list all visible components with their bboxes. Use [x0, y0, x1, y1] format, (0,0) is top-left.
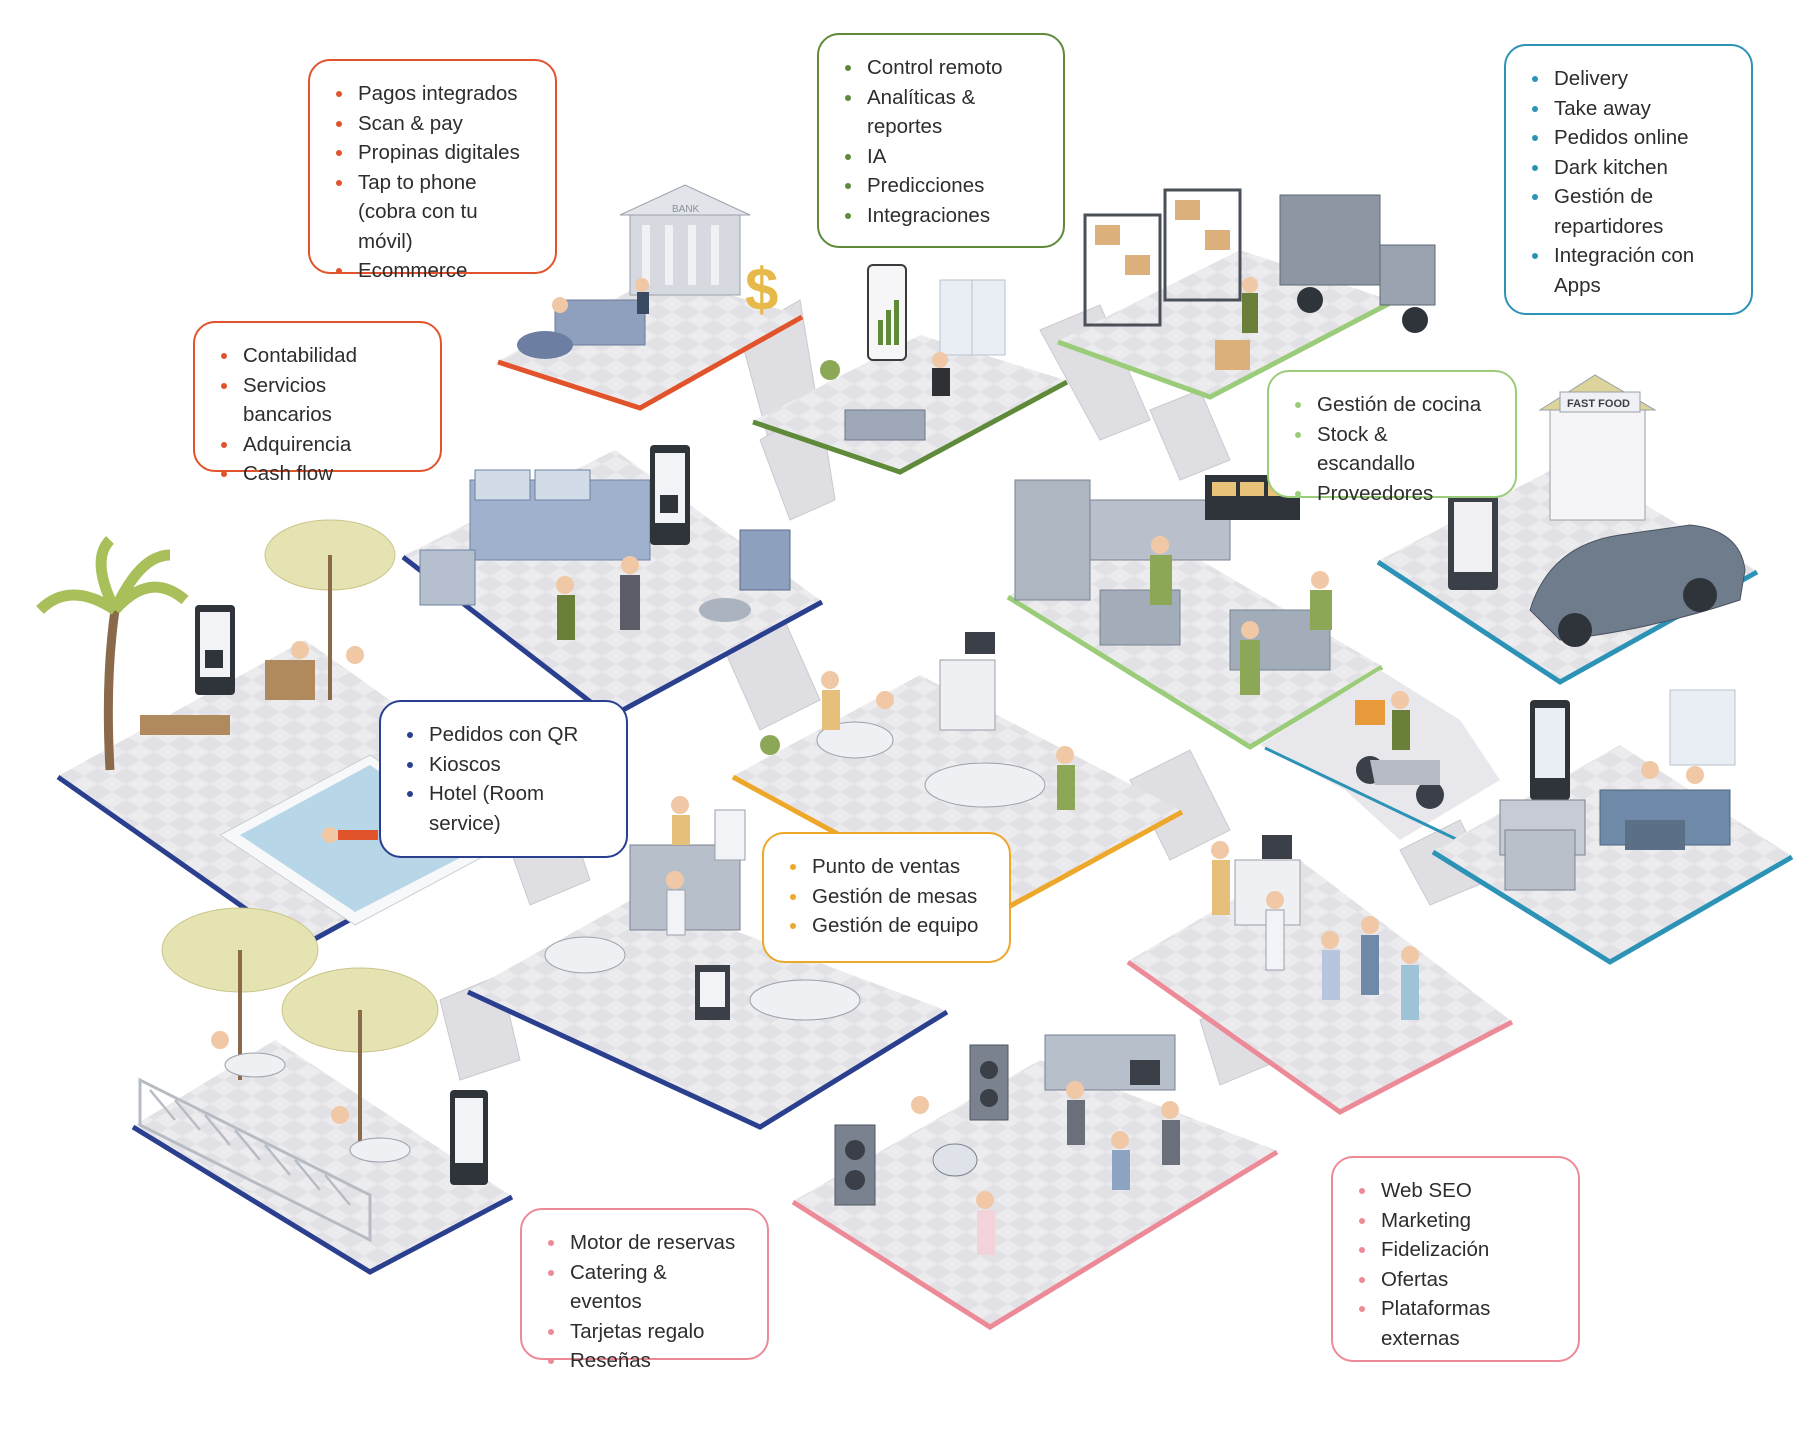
platform-restaurant: [731, 632, 1184, 920]
callout-item: Delivery: [1532, 64, 1727, 94]
callout-item: Proveedores: [1295, 479, 1491, 509]
callout-item-continued: Apps: [1554, 273, 1601, 297]
callout-item: Ecommerce: [336, 256, 531, 286]
callout-item-continued: repartidores: [1554, 214, 1664, 238]
fast-food-sign: FAST FOOD: [1567, 398, 1630, 410]
callout-booking: Motor de reservas Catering & eventos Tar…: [520, 1208, 769, 1372]
platform-club: [791, 1034, 1279, 1330]
callout-item: Catering & eventos: [548, 1258, 743, 1317]
callout-item: Stock & escandallo: [1295, 420, 1491, 479]
platform-warehouse: [1057, 188, 1436, 400]
callout-item: Control remoto: [845, 53, 1039, 83]
callout-item: Analíticas &: [845, 83, 1039, 113]
callout-item: Kioscos: [407, 750, 602, 780]
callout-item: Adquirencia: [221, 430, 416, 460]
callout-ordering: Pedidos con QR Kioscos Hotel (Room servi…: [379, 700, 628, 858]
callout-item: Gestión de mesas: [790, 882, 985, 912]
callout-item: Plataformas: [1359, 1294, 1554, 1324]
callout-item: Scan & pay: [336, 109, 531, 139]
callout-item: Motor de reservas: [548, 1228, 743, 1258]
callout-item: Take away: [1532, 94, 1727, 124]
callout-item: Tarjetas regalo: [548, 1317, 743, 1347]
callout-item: Pedidos con QR: [407, 720, 602, 750]
callout-item: Fidelización: [1359, 1235, 1554, 1265]
platform-fastfood: FAST FOOD: [1376, 374, 1759, 685]
callout-item: Tap to phone: [336, 168, 531, 198]
callout-marketing: Web SEO Marketing Fidelización Ofertas P…: [1331, 1156, 1580, 1362]
callout-item: Dark kitchen: [1532, 153, 1727, 183]
callout-item-continued: service): [429, 811, 501, 835]
callout-item: IA: [845, 142, 1039, 172]
callout-payments: Pagos integrados Scan & pay Propinas dig…: [308, 59, 557, 282]
callout-item: Predicciones: [845, 171, 1039, 201]
callout-item: Punto de ventas: [790, 852, 985, 882]
callout-item: Integración con: [1532, 241, 1727, 271]
platform-shop: [1126, 835, 1514, 1115]
callout-item: Marketing: [1359, 1206, 1554, 1236]
callout-item: Hotel (Room: [407, 779, 602, 809]
platform-living: [1431, 689, 1794, 965]
callout-item: Contabilidad: [221, 341, 416, 371]
callout-item-continued: (cobra con tu móvil): [358, 200, 478, 253]
callout-pos: Punto de ventas Gestión de mesas Gestión…: [762, 832, 1011, 963]
callout-analytics: Control remoto Analíticas & reportes IA …: [817, 33, 1065, 248]
svg-text:$: $: [745, 256, 778, 323]
callout-accounting: Contabilidad Servicios bancarios Adquire…: [193, 321, 442, 485]
platform-dining: [466, 796, 949, 1130]
callout-item: Integraciones: [845, 201, 1039, 231]
callout-delivery: Delivery Take away Pedidos online Dark k…: [1504, 44, 1753, 315]
bank-sign: BANK: [672, 204, 700, 215]
callout-item: Gestión de equipo: [790, 911, 985, 941]
callout-kitchen: Gestión de cocina Stock & escandallo Pro…: [1267, 370, 1517, 505]
callout-item: Ofertas: [1359, 1265, 1554, 1295]
callout-item-continued: externas: [1381, 1326, 1460, 1350]
callout-item-continued: reportes: [867, 115, 943, 138]
callout-item: Pagos integrados: [336, 79, 531, 109]
platform-analytics: [752, 264, 1069, 475]
callout-item: Gestión de cocina: [1295, 390, 1491, 420]
callout-item: Propinas digitales: [336, 138, 531, 168]
platform-terrace: [131, 907, 514, 1275]
callout-item: Web SEO: [1359, 1176, 1554, 1206]
callout-item: Reseñas: [548, 1346, 743, 1376]
callout-item: Servicios bancarios: [221, 371, 416, 430]
callout-item: Pedidos online: [1532, 123, 1727, 153]
platform-bank: BANK $: [497, 184, 804, 411]
callout-item: Cash flow: [221, 459, 416, 489]
callout-item: Gestión de: [1532, 182, 1727, 212]
